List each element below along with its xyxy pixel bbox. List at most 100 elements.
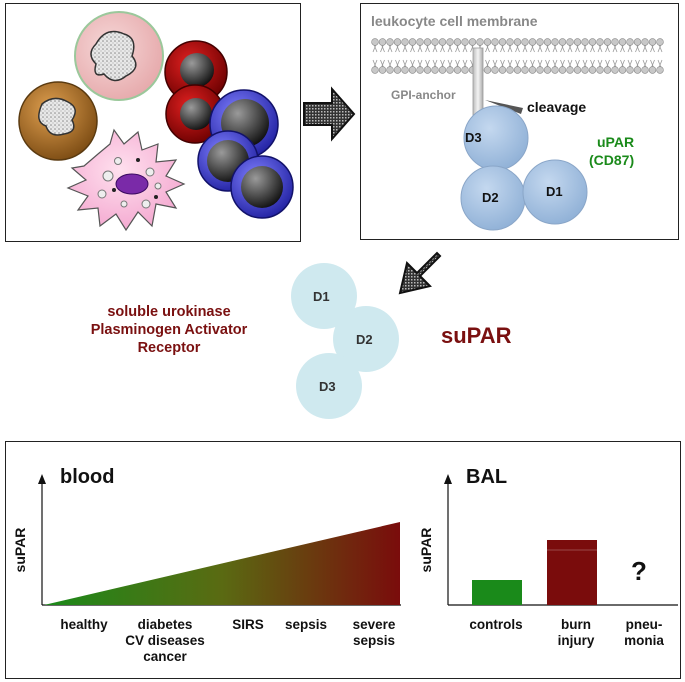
lipid-head xyxy=(506,38,514,46)
lipid-head xyxy=(543,38,552,46)
lipid-head xyxy=(476,38,484,46)
membrane-illustration xyxy=(371,38,664,231)
bal-bars xyxy=(472,540,597,605)
blood-cat-line: diabetes xyxy=(137,617,193,632)
lipid-head xyxy=(408,38,417,46)
bal-cat-label: pneu- xyxy=(625,617,663,632)
down-left-arrow-icon xyxy=(398,251,442,295)
macrophage-brown xyxy=(18,81,98,161)
bal-bar-0 xyxy=(472,580,522,605)
blood-level-ramp xyxy=(44,522,400,605)
gpi-anchor-label: GPI-anchor xyxy=(391,88,456,102)
macrophage-pink xyxy=(74,11,164,101)
domain-d2-label: D2 xyxy=(482,190,499,205)
supar-full-name: soluble urokinase Plasminogen Activator … xyxy=(60,303,278,357)
lipid-head xyxy=(551,66,559,74)
lipid-head xyxy=(633,66,642,74)
membrane-panel: leukocyte cell membrane GPI-anchor cleav… xyxy=(360,3,679,240)
lipid-head xyxy=(558,66,567,74)
bal-cat-label: burn xyxy=(561,617,591,632)
lipid-head xyxy=(453,66,462,74)
lipid-head xyxy=(408,66,417,74)
bal-y-label: suPAR xyxy=(418,527,434,573)
lipid-head xyxy=(498,38,507,46)
blood-cat-diabetes: diabetes CV diseases cancer xyxy=(110,617,220,665)
lipid-head xyxy=(603,38,612,46)
lipid-head xyxy=(611,66,619,74)
lipid-head xyxy=(423,38,432,46)
lipid-head xyxy=(438,38,447,46)
blood-cat-line: cancer xyxy=(143,649,187,664)
lipid-head xyxy=(543,66,552,74)
leukocyte-illustration xyxy=(18,11,294,232)
lipid-head xyxy=(656,38,664,46)
lipid-head xyxy=(566,38,574,46)
lipid-head xyxy=(521,38,529,46)
blood-y-label: suPAR xyxy=(12,527,28,573)
blood-cat-line: sepsis xyxy=(284,617,328,632)
lipid-head xyxy=(558,38,567,46)
levels-panel: blood suPAR healthy diabetes CV diseases… xyxy=(5,441,681,679)
blood-cat-line: severe xyxy=(352,617,396,632)
membrane-label: leukocyte cell membrane xyxy=(371,13,538,29)
bal-cat-label: controls xyxy=(469,617,523,632)
blood-cat-line: healthy xyxy=(60,617,108,632)
lipid-head xyxy=(596,66,604,74)
lipid-head xyxy=(386,66,394,74)
lipid-head xyxy=(438,66,447,74)
bal-cat-burn: burn injury xyxy=(546,617,606,649)
lipid-head xyxy=(423,66,432,74)
lipid-head xyxy=(371,66,379,74)
supar-name-line-3: Receptor xyxy=(137,340,201,356)
lymphocytes xyxy=(197,89,294,219)
lipid-head xyxy=(566,66,574,74)
blood-cat-sepsis: sepsis xyxy=(276,617,336,633)
lipid-head xyxy=(656,66,664,74)
lipid-head xyxy=(461,38,469,46)
blood-title: blood xyxy=(60,466,115,488)
lipid-head xyxy=(506,66,514,74)
bal-bar-1 xyxy=(547,540,597,605)
soluble-d2-label: D2 xyxy=(356,332,373,347)
lipid-head xyxy=(521,66,529,74)
lipid-head xyxy=(371,38,379,46)
lipid-head xyxy=(588,66,597,74)
blood-cat-sirs: SIRS xyxy=(218,617,278,633)
lipid-head xyxy=(431,66,439,74)
lipid-bilayer xyxy=(371,38,664,74)
bal-cat-label: monia xyxy=(624,633,664,648)
lipid-head xyxy=(581,66,589,74)
receptor-name: uPAR xyxy=(597,134,635,150)
lipid-head xyxy=(581,38,589,46)
lipid-head xyxy=(618,66,627,74)
bal-cat-label: injury xyxy=(557,633,595,648)
erythroid-cells xyxy=(164,40,228,144)
soluble-d1-label: D1 xyxy=(313,289,330,304)
levels-charts xyxy=(38,474,678,606)
lipid-head xyxy=(588,38,597,46)
lipid-head xyxy=(603,66,612,74)
lipid-head xyxy=(483,38,492,46)
lipid-head xyxy=(461,66,469,74)
lipid-head xyxy=(641,38,649,46)
lipid-head xyxy=(446,66,454,74)
blood-cat-healthy: healthy xyxy=(44,617,124,633)
supar-name-line-2: Plasminogen Activator xyxy=(90,322,248,338)
lipid-head xyxy=(483,66,492,74)
dendritic-cell xyxy=(66,128,186,232)
lipid-head xyxy=(536,66,544,74)
lipid-head xyxy=(378,66,387,74)
blood-cat-severe-sepsis: severe sepsis xyxy=(342,617,406,649)
lipid-head xyxy=(468,38,477,46)
blood-y-arrowhead-icon xyxy=(38,474,46,484)
lipid-head xyxy=(401,66,409,74)
lipid-head xyxy=(618,38,627,46)
blood-cat-line: SIRS xyxy=(232,617,264,632)
lipid-head xyxy=(416,38,424,46)
lipid-head xyxy=(431,38,439,46)
bal-y-arrowhead-icon xyxy=(444,474,452,484)
bal-unknown-marker: ? xyxy=(631,556,647,586)
lipid-head xyxy=(641,66,649,74)
blood-cat-line: sepsis xyxy=(352,633,396,648)
bal-cat-controls: controls xyxy=(456,617,536,633)
